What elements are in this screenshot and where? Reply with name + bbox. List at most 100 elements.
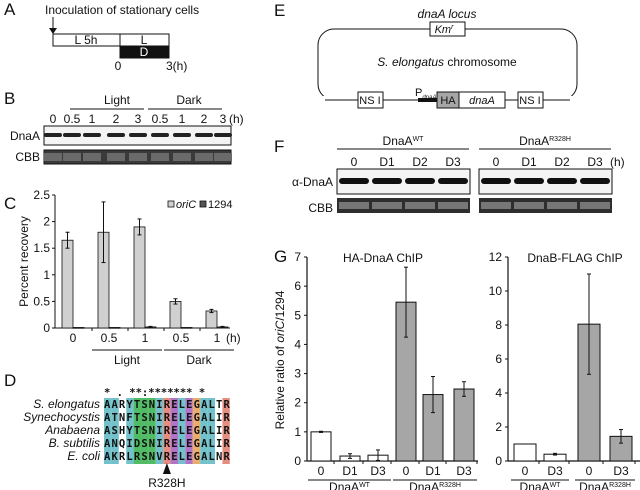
g-y-axis-label: Relative ratio of oriC/1294 [273, 290, 287, 429]
y-tick-label: 8 [495, 318, 502, 332]
cbb-band [83, 153, 101, 161]
bar-1294 [108, 327, 121, 329]
dnaa-band [83, 133, 101, 137]
lane-label: 1 [179, 112, 186, 126]
dnaa-band [372, 178, 402, 184]
column-shade [185, 398, 193, 464]
dnaa-band [214, 133, 232, 137]
column-shade [141, 398, 149, 464]
lane-label: D2 [554, 155, 570, 169]
y-tick-label: 0.5 [33, 294, 50, 308]
lane-label: D3 [445, 155, 461, 169]
column-shade [192, 398, 201, 464]
x-tick-label: 0 [522, 464, 529, 478]
y-tick-label: 0 [294, 454, 301, 468]
cbb-band [129, 153, 147, 161]
group-label: Light [114, 353, 141, 367]
y-tick-label: 1 [43, 268, 50, 282]
lane-label: 0.5 [64, 112, 81, 126]
chart-title: DnaB-FLAG ChIP [527, 251, 622, 265]
cbb-band [214, 153, 232, 161]
column-shade [111, 398, 119, 464]
light-header: Light [104, 93, 131, 107]
dark-label: D [140, 45, 149, 59]
arrow-down-icon [49, 28, 57, 34]
inoculation-label: Inoculation of stationary cells [45, 3, 199, 17]
column-shade [207, 398, 215, 464]
dnaa-band [580, 178, 610, 184]
locus-label: dnaA locus [418, 7, 477, 21]
y-tick-label: 5 [294, 308, 301, 322]
panel-label-f: F [274, 137, 284, 156]
panel-a-schedule: Inoculation of stationary cells L 5h L D… [45, 3, 199, 73]
mut-cbb [479, 198, 612, 213]
species-name: S. elongatus [33, 397, 100, 411]
legend-label: oriC [176, 199, 196, 211]
panel-label-e: E [274, 1, 285, 20]
sequence: AKRLRSNVRELEGALNR [104, 451, 230, 463]
bar-oriC [169, 300, 182, 329]
dnaa-band [514, 178, 544, 184]
group-label: DnaAR328H [579, 480, 631, 490]
group-label: Dark [186, 353, 212, 367]
dnaa-gene-label: dnaA [469, 95, 495, 107]
dnaa-band [339, 178, 369, 184]
unit-label: (h) [610, 155, 625, 169]
column-shade [104, 398, 112, 464]
cbb-band [438, 202, 468, 209]
y-tick-label: 4 [495, 386, 502, 400]
promoter-bar [418, 98, 437, 102]
cbb-band [151, 153, 169, 161]
light-label: L [141, 33, 148, 47]
lane-label: D1 [379, 155, 395, 169]
lane-label: 1 [89, 112, 96, 126]
panel-label-b: B [4, 89, 15, 108]
y-tick-label: 4 [294, 337, 301, 351]
y-tick-label: 7 [294, 250, 301, 264]
pre-light-label: L 5h [75, 33, 98, 47]
y-tick-label: 2.5 [33, 188, 50, 202]
cbb-band [514, 202, 544, 209]
time-three: 3(h) [166, 59, 187, 73]
legend-label: 1294 [208, 199, 232, 211]
x-tick-label: D3 [613, 464, 629, 478]
unit-label: (h) [229, 112, 244, 126]
species-name: B. subtilis [49, 436, 100, 450]
anti-dnaa-row-label: α-DnaA [292, 175, 333, 189]
svg-text:DnaAR328H: DnaAR328H [519, 134, 571, 148]
sequence: ANQIDSNIRELEGALIR [104, 438, 230, 450]
cbb-band [405, 202, 435, 209]
y-tick-label: 2 [495, 420, 502, 434]
lane-label: D2 [412, 155, 428, 169]
panel-label-c: C [4, 194, 16, 213]
sequence: AARYTSNIRELEGALTR [104, 399, 230, 411]
cbb-band [63, 153, 81, 161]
cbb-band [339, 202, 369, 209]
wt-superscript: WT [413, 136, 425, 143]
dnaa-band [129, 133, 147, 137]
mut-superscript: R328H [549, 136, 571, 143]
promoter-label: P [415, 87, 422, 99]
lane-label: D3 [587, 155, 603, 169]
column-shade [133, 398, 141, 464]
cbb-band [481, 202, 511, 209]
dnaa-band [107, 133, 125, 137]
x-tick-label: 0 [318, 464, 325, 478]
dnaa-band [44, 133, 62, 137]
lane-label: 2 [113, 112, 120, 126]
column-shade [178, 398, 186, 464]
panel-e-construct: dnaA locus Kmr S. elongatus chromosome N… [317, 7, 578, 109]
x-tick-label: D3 [456, 464, 472, 478]
dnaa-band [405, 178, 435, 184]
lane-label: 3 [220, 112, 227, 126]
x-tick-label: D3 [370, 464, 386, 478]
dark-box [119, 45, 170, 59]
dnaa-band [438, 178, 468, 184]
lane-label: 0.5 [152, 112, 169, 126]
lane-label: 2 [201, 112, 208, 126]
x-tick-label: 0 [70, 331, 77, 345]
